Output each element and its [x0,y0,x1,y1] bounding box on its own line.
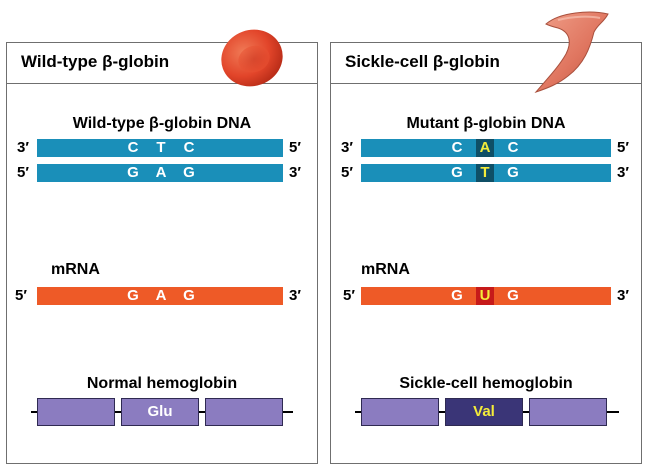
base: C [451,139,463,156]
mutated-base: T [476,164,494,182]
dna-template-strand: C A C [361,139,611,157]
protein-domain [361,398,439,426]
amino-acid-label: Val [473,403,495,420]
dna-coding-strand: G A G [37,164,283,182]
amino-acid-val: Val [445,398,523,426]
base: G [127,164,139,181]
base: G [451,164,463,181]
strand-end-label: 3′ [617,164,629,181]
sickle-cell-panel: Sickle-cell β-globin Mutant β-globin DNA… [330,42,642,464]
base: G [183,287,195,304]
strand-end-label: 5′ [289,139,301,156]
amino-acid-glu: Glu [121,398,199,426]
strand-end-label: 3′ [617,287,629,304]
mutated-base: A [476,139,494,157]
panel-header: Sickle-cell β-globin [331,43,641,84]
sickle-red-blood-cell-icon [534,11,609,94]
panel-header: Wild-type β-globin [7,43,317,84]
strand-end-label: 5′ [17,164,29,181]
base: C [127,139,139,156]
amino-acid-label: Glu [147,403,173,420]
strand-end-label: 5′ [15,287,27,304]
base: A [155,164,167,181]
strand-end-label: 3′ [17,139,29,156]
strand-end-label: 5′ [617,139,629,156]
dna-coding-strand: G T G [361,164,611,182]
base: G [183,164,195,181]
mrna-strand: G U G [361,287,611,305]
normal-red-blood-cell-icon [221,29,283,87]
wild-type-panel: Wild-type β-globin Wild-type β-globin DN… [6,42,318,464]
panel-title: Wild-type β-globin [21,52,170,71]
base: A [155,287,167,304]
strand-end-label: 3′ [289,287,301,304]
base: G [127,287,139,304]
base: T [156,139,166,156]
mrna-strand: G A G [37,287,283,305]
strand-end-label: 3′ [341,139,353,156]
protein-domain [529,398,607,426]
protein-label: Sickle-cell hemoglobin [399,375,573,392]
base: C [507,139,519,156]
base: G [451,287,463,304]
protein-domain [205,398,283,426]
dna-template-strand: C T C [37,139,283,157]
base: G [507,164,519,181]
protein-label: Normal hemoglobin [86,375,238,392]
base: C [183,139,195,156]
dna-label: Wild-type β-globin DNA [72,115,252,132]
mrna-label: mRNA [51,261,100,278]
mutated-base: U [476,287,494,305]
panel-title: Sickle-cell β-globin [345,52,500,71]
base: G [507,287,519,304]
protein-domain [37,398,115,426]
strand-end-label: 5′ [343,287,355,304]
dna-label: Mutant β-globin DNA [406,115,566,132]
strand-end-label: 5′ [341,164,353,181]
mrna-label: mRNA [361,261,410,278]
strand-end-label: 3′ [289,164,301,181]
